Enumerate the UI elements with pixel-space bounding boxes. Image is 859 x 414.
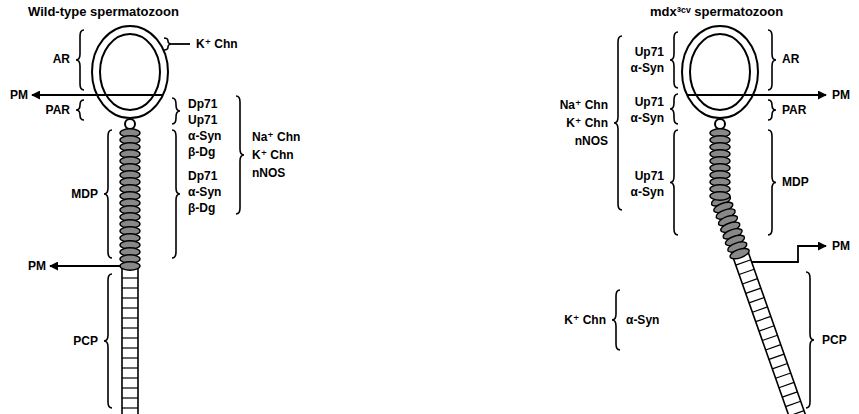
mdx-tail xyxy=(710,129,806,414)
region-label: K⁺ Chn xyxy=(564,313,606,327)
curly-bracket xyxy=(670,32,678,88)
region-label: α-Syn xyxy=(631,111,664,125)
fibrous-ring xyxy=(122,337,138,338)
sperm-tails xyxy=(120,129,806,414)
region-label: Up71 xyxy=(635,95,664,109)
fibrous-ring xyxy=(122,397,138,398)
region-label: Up71 xyxy=(635,169,664,183)
curly-bracket xyxy=(104,274,112,408)
fibrous-ring xyxy=(789,411,804,414)
fibrous-ring xyxy=(122,277,138,278)
region-label: Up71 xyxy=(635,45,664,59)
region-label: PAR xyxy=(46,103,70,117)
figure-heading: mdx³ᶜᵛ spermatozoon xyxy=(650,5,783,19)
curly-bracket xyxy=(104,130,112,258)
region-label: Dp71 xyxy=(188,169,217,183)
fibrous-ring xyxy=(122,287,138,288)
fibrous-ring xyxy=(776,373,791,378)
curly-bracket xyxy=(806,272,814,408)
curly-bracket xyxy=(172,98,180,124)
region-label: PM xyxy=(832,239,850,253)
fibrous-ring xyxy=(746,288,761,293)
region-label: β-Dg xyxy=(188,201,215,215)
region-label: Dp71 xyxy=(188,97,217,111)
curly-bracket xyxy=(768,30,776,90)
region-label: AR xyxy=(53,52,70,66)
curly-bracket xyxy=(670,94,678,124)
fibrous-ring xyxy=(122,357,138,358)
curly-bracket xyxy=(768,130,776,235)
sperm-head xyxy=(682,26,758,129)
region-label: nNOS xyxy=(252,166,285,180)
fibrous-ring xyxy=(782,392,797,397)
fibrous-ring xyxy=(756,316,771,321)
fibrous-ring xyxy=(122,307,138,308)
fibrous-ring xyxy=(762,335,777,340)
region-label: α-Syn xyxy=(188,129,221,143)
curly-bracket xyxy=(614,36,622,210)
fibrous-ring xyxy=(752,307,767,312)
mitochondrial-coil xyxy=(729,246,751,261)
region-label: K⁺ Chn xyxy=(252,148,294,162)
region-label: PCP xyxy=(822,333,847,347)
fibrous-ring xyxy=(779,382,794,387)
fibrous-ring xyxy=(122,377,138,378)
fibrous-ring xyxy=(122,407,138,408)
region-label: PM xyxy=(10,88,28,102)
fibrous-ring xyxy=(736,260,751,265)
region-label: K⁺ Chn xyxy=(196,37,238,51)
region-label: β-Dg xyxy=(188,145,215,159)
region-label: α-Syn xyxy=(631,61,664,75)
fibrous-ring xyxy=(769,354,784,359)
region-label: α-Syn xyxy=(626,313,659,327)
region-label: Up71 xyxy=(188,113,217,127)
region-label: PAR xyxy=(782,103,806,117)
region-label: MDP xyxy=(71,187,98,201)
fibrous-ring xyxy=(122,347,138,348)
pm-arrows xyxy=(32,44,826,266)
fibrous-ring xyxy=(766,345,781,350)
region-label: Na⁺ Chn xyxy=(560,98,608,112)
fibrous-ring xyxy=(122,317,138,318)
region-label: MDP xyxy=(782,175,809,189)
region-label: AR xyxy=(782,52,799,66)
region-label: α-Syn xyxy=(188,185,221,199)
fibrous-ring xyxy=(749,298,764,303)
region-label: α-Syn xyxy=(631,185,664,199)
region-label: PCP xyxy=(73,334,98,348)
region-label: PM xyxy=(28,259,46,273)
region-label: PM xyxy=(832,88,850,102)
fibrous-ring xyxy=(759,326,774,331)
curly-bracket xyxy=(670,130,678,235)
fibrous-ring xyxy=(122,297,138,298)
figure-heading: Wild-type spermatozoon xyxy=(28,5,179,19)
fibrous-ring xyxy=(739,269,754,274)
sperm-head xyxy=(92,26,168,129)
mitochondrial-coil xyxy=(120,262,140,270)
mitochondrial-coil xyxy=(710,192,730,200)
region-label: Na⁺ Chn xyxy=(252,130,300,144)
curly-bracket xyxy=(172,130,180,258)
curly-bracket xyxy=(164,38,172,50)
fibrous-ring xyxy=(742,279,757,284)
fibrous-ring xyxy=(122,387,138,388)
region-label: K⁺ Chn xyxy=(566,116,608,130)
fibrous-ring xyxy=(122,327,138,328)
curly-bracket xyxy=(76,100,84,120)
fibrous-ring xyxy=(772,364,787,369)
principal-piece xyxy=(122,268,138,414)
wild-type-tail xyxy=(120,129,140,414)
brackets xyxy=(76,30,814,408)
fibrous-ring xyxy=(122,367,138,368)
curly-bracket xyxy=(612,290,620,350)
curly-bracket xyxy=(768,100,776,120)
region-label: nNOS xyxy=(575,134,608,148)
fibrous-ring xyxy=(786,401,801,406)
curly-bracket xyxy=(236,96,244,214)
curly-bracket xyxy=(76,30,84,90)
principal-piece xyxy=(732,250,805,414)
